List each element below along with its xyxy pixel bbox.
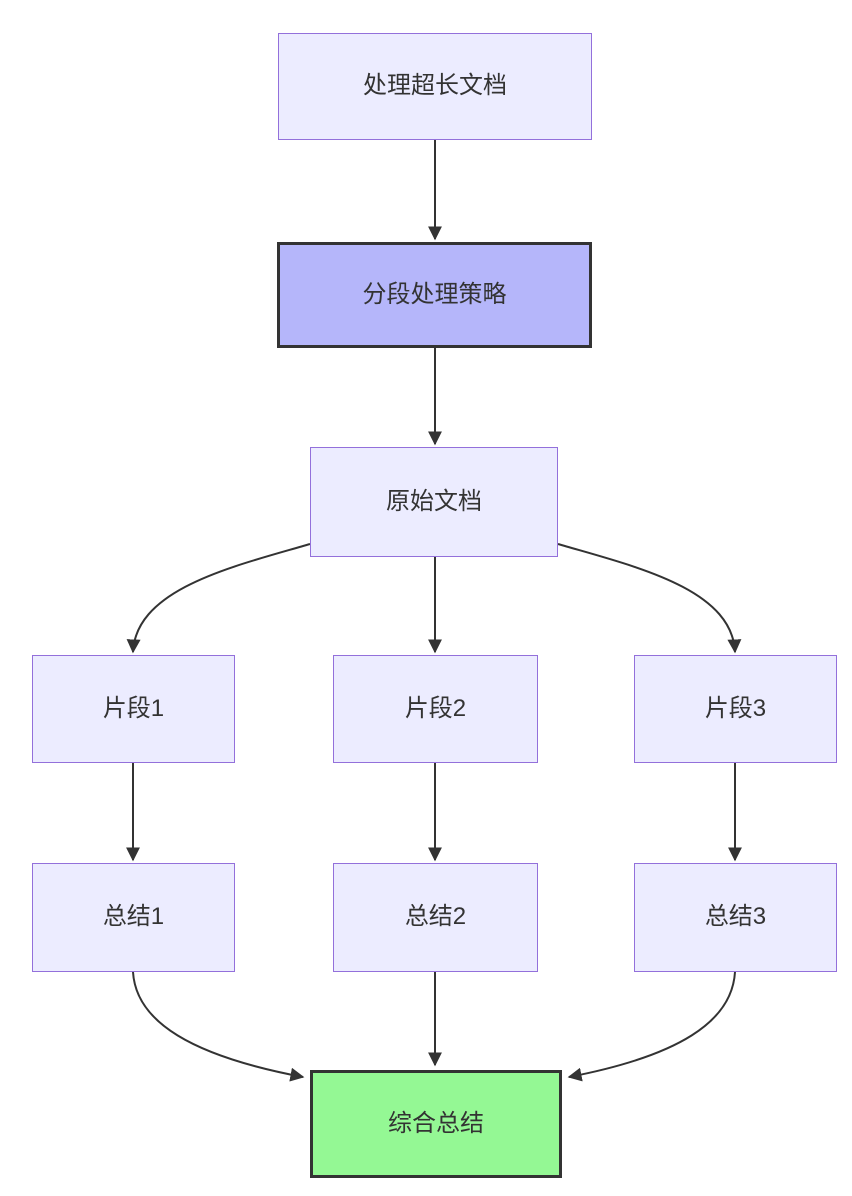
node-process-long-doc-label: 处理超长文档 bbox=[363, 72, 507, 100]
node-final-summary: 综合总结 bbox=[310, 1070, 562, 1178]
node-original-doc: 原始文档 bbox=[310, 447, 558, 557]
edge-original-fragment1 bbox=[126, 543, 311, 654]
node-fragment-1-label: 片段1 bbox=[102, 694, 165, 722]
node-summary-1-label: 总结1 bbox=[102, 903, 165, 931]
node-original-doc-label: 原始文档 bbox=[386, 487, 482, 515]
node-segment-strategy: 分段处理策略 bbox=[277, 242, 592, 348]
node-fragment-2: 片段2 bbox=[333, 655, 538, 763]
node-final-summary-label: 综合总结 bbox=[388, 1109, 484, 1137]
node-fragment-2-label: 片段2 bbox=[404, 694, 467, 722]
node-fragment-3-label: 片段3 bbox=[704, 694, 767, 722]
node-fragment-1: 片段1 bbox=[32, 655, 235, 763]
edge-original-fragment3 bbox=[557, 543, 742, 654]
edge-summary1-final bbox=[132, 971, 305, 1082]
node-process-long-doc: 处理超长文档 bbox=[278, 33, 592, 140]
node-fragment-3: 片段3 bbox=[634, 655, 837, 763]
node-summary-2-label: 总结2 bbox=[404, 903, 467, 931]
node-summary-2: 总结2 bbox=[333, 863, 538, 972]
edge-summary3-final bbox=[567, 971, 736, 1082]
node-segment-strategy-label: 分段处理策略 bbox=[362, 280, 507, 308]
node-summary-3: 总结3 bbox=[634, 863, 837, 972]
node-summary-1: 总结1 bbox=[32, 863, 235, 972]
node-summary-3-label: 总结3 bbox=[704, 903, 767, 931]
